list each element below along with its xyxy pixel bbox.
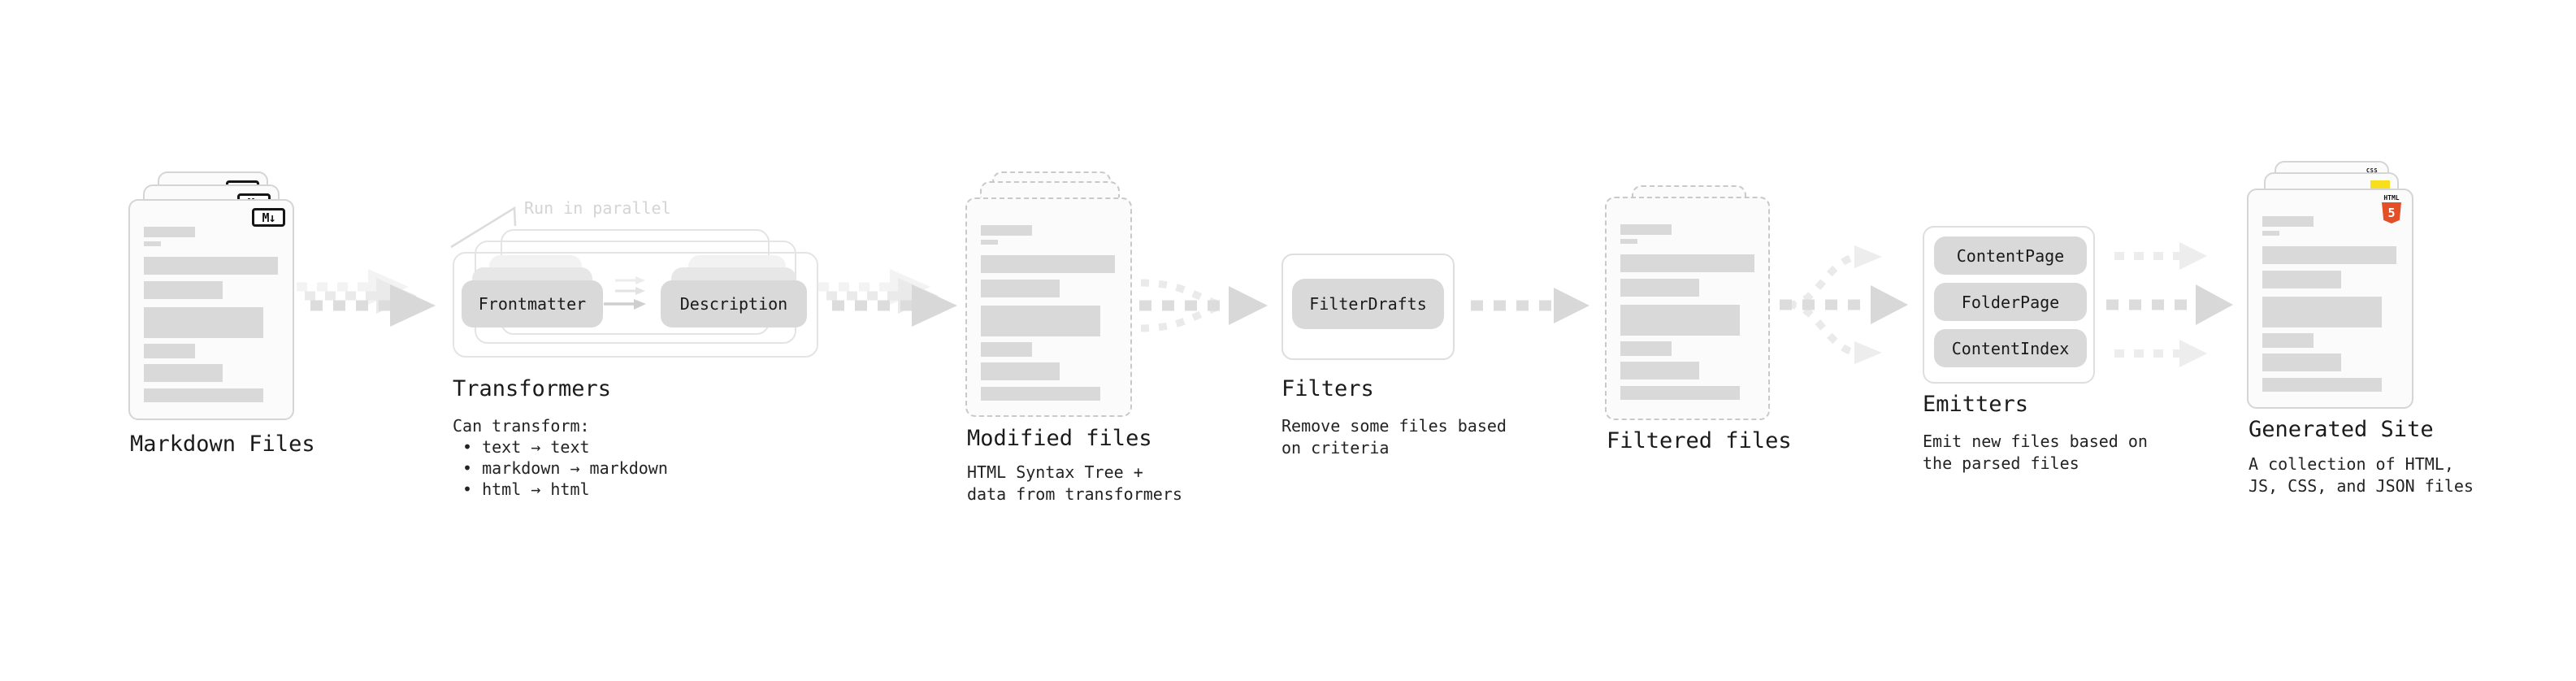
filtered-files-label: Filtered files [1607,428,1792,453]
html5-icon-shield: 5 [2382,202,2401,223]
emitter-chip-contentpage: ContentPage [1934,236,2087,275]
arrow-modified-to-filters [1139,279,1268,332]
generated-file-card-front: HTML 5 [2247,189,2413,409]
filtered-file-card-front [1605,197,1770,420]
emitter-chip-contentindex: ContentIndex [1934,329,2087,367]
modified-files-label: Modified files [967,426,1152,451]
modified-file-card-front [965,197,1132,417]
generated-site-caption: A collection of HTML, JS, CSS, and JSON … [2249,453,2474,497]
document-text-placeholder [981,225,1115,401]
annotation-leader-line [450,206,517,249]
document-text-placeholder [1620,224,1754,400]
arrow-filters-to-filtered [1471,288,1589,323]
caption-line: Can transform: [453,416,590,436]
css-icon-label: CSS [2366,167,2379,174]
html5-icon: HTML 5 [2381,194,2402,223]
caption-line: Remove some files based [1281,416,1507,436]
transformer-chip-frontmatter: Frontmatter [462,280,603,327]
caption-line: JS, CSS, and JSON files [2249,476,2474,496]
caption-line: on criteria [1281,438,1390,458]
filters-caption: Remove some files based on criteria [1281,415,1507,459]
js-icon [2370,180,2390,190]
document-text-placeholder [2262,216,2396,392]
filter-chip-filterdrafts: FilterDrafts [1292,279,1444,329]
markdown-icon: M↓ [252,208,285,227]
markdown-files-label: Markdown Files [130,432,315,457]
caption-bullet: • html → html [462,479,590,499]
parallel-arrows-icon [604,276,646,310]
filters-heading: Filters [1281,376,1374,401]
emitters-caption: Emit new files based on the parsed files [1923,431,2148,475]
caption-bullet: • text → text [462,437,590,457]
caption-line: Emit new files based on [1923,432,2148,451]
arrow-transformers-to-modified [818,269,957,327]
arrow-markdown-to-transformers [297,269,436,327]
html5-icon-label: HTML [2383,194,2400,202]
transformer-chip-description: Description [661,280,807,327]
run-in-parallel-annotation: Run in parallel [524,198,671,218]
markdown-file-card-front: M↓ [128,199,294,420]
caption-line: HTML Syntax Tree + [967,462,1143,482]
document-text-placeholder [144,227,278,402]
transformer-frame-front [453,252,818,358]
generated-site-label: Generated Site [2249,417,2434,442]
caption-line: A collection of HTML, [2249,454,2454,474]
arrow-filtered-to-emitters [1780,245,1908,364]
transformers-heading: Transformers [453,376,612,401]
caption-bullet: • markdown → markdown [462,458,668,478]
emitter-chip-folderpage: FolderPage [1934,283,2087,321]
transformers-caption: Can transform: • text → text • markdown … [453,415,668,500]
modified-files-caption: HTML Syntax Tree + data from transformer… [967,462,1182,505]
caption-line: data from transformers [967,484,1182,504]
emitters-heading: Emitters [1923,392,2029,417]
arrow-emitters-to-generated [2106,242,2233,367]
caption-line: the parsed files [1923,453,2079,473]
